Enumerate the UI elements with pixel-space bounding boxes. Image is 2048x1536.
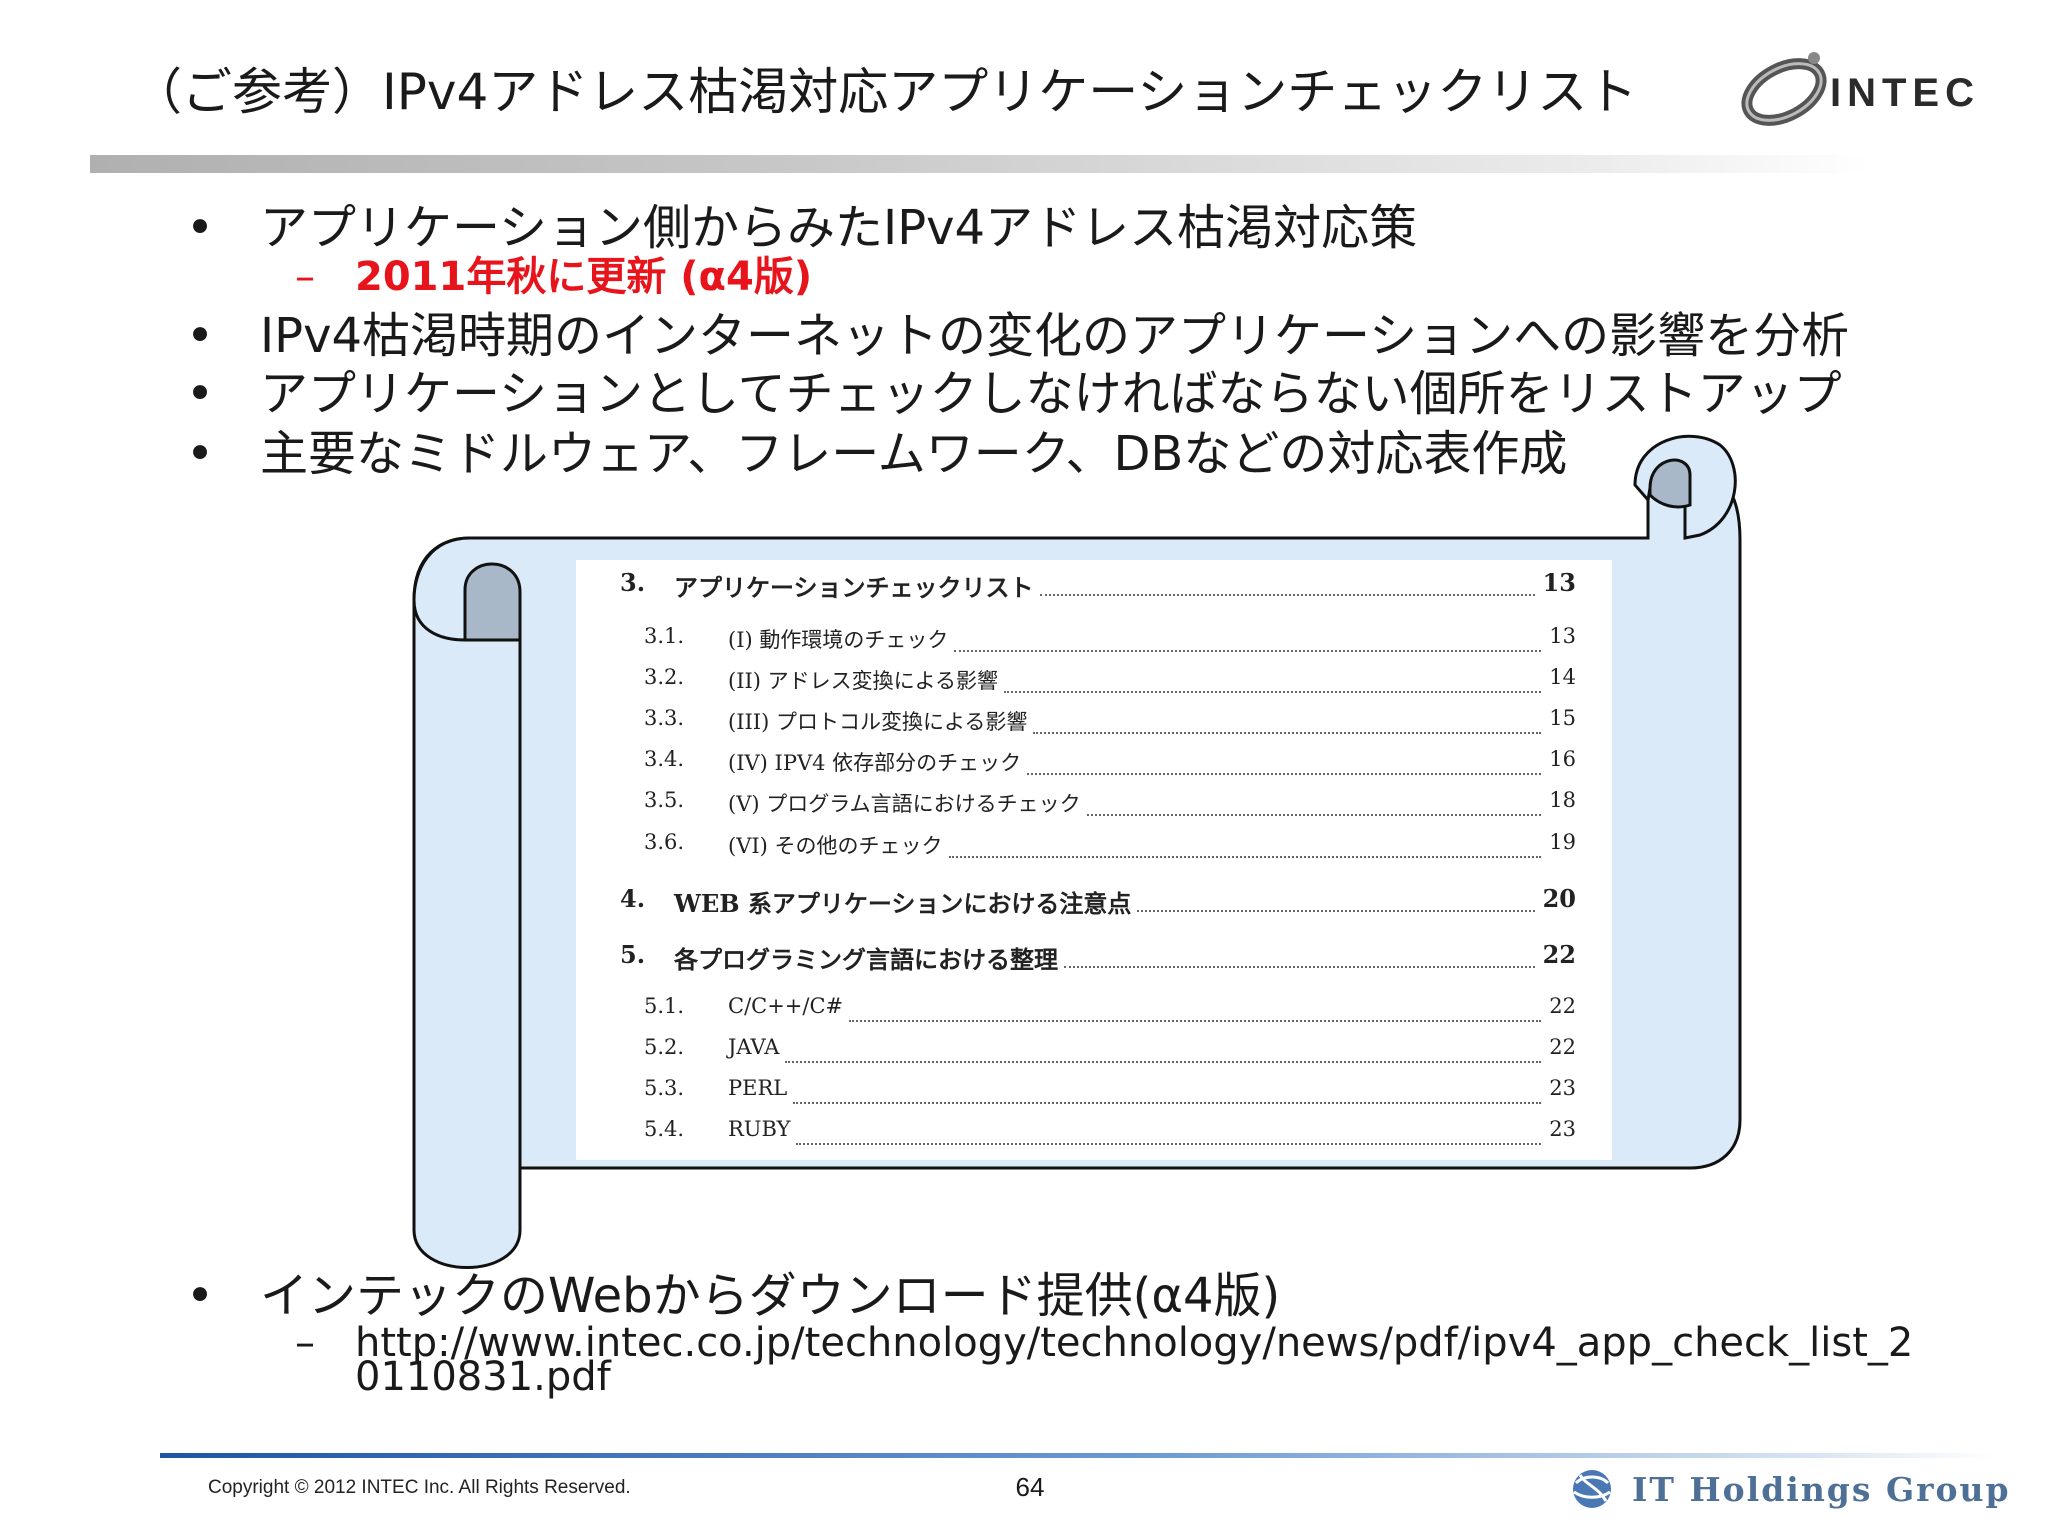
toc-entry: 3.6. (VI) その他のチェック 19: [576, 830, 1576, 864]
footer-divider: [160, 1453, 1995, 1458]
toc-leader: [948, 830, 1542, 858]
toc-entry: 3.5. (V) プログラム言語におけるチェック 18: [576, 788, 1576, 822]
intec-logo-text: INTEC: [1830, 71, 1980, 115]
toc-label: WEB 系アプリケーションにおける注意点: [674, 889, 1132, 918]
toc-page: 22: [1542, 940, 1576, 969]
toc-leader: [1137, 884, 1535, 912]
toc-number: 4.: [620, 884, 646, 913]
toc-page: 23: [1549, 1076, 1576, 1100]
intec-logo: INTEC: [1741, 52, 1980, 126]
toc-label: C/C++/C#: [728, 994, 844, 1018]
toc-number: 3.4.: [644, 747, 685, 771]
toc-leader: [1033, 706, 1542, 734]
toc-label: (V) プログラム言語におけるチェック: [728, 792, 1081, 816]
toc-label: (IV) IPV4 依存部分のチェック: [728, 751, 1022, 775]
bullet-marker: •: [185, 308, 215, 364]
toc-page: 13: [1549, 624, 1576, 648]
download-url-line-1[interactable]: http://www.intec.co.jp/technology/techno…: [355, 1320, 1914, 1366]
toc-number: 3.6.: [644, 830, 685, 854]
toc-leader: [1064, 940, 1535, 968]
toc-number: 3.3.: [644, 706, 685, 730]
toc-page: 20: [1542, 884, 1576, 913]
slide-title: （ご参考）IPv4アドレス枯渇対応アプリケーションチェックリスト: [132, 63, 1638, 121]
toc-page: 19: [1549, 830, 1576, 854]
toc-number: 5.3.: [644, 1076, 685, 1100]
intec-swoosh-icon: [1741, 52, 1827, 126]
toc-number: 3.1.: [644, 624, 685, 648]
toc-leader: [785, 1035, 1542, 1063]
toc-number: 3.5.: [644, 788, 685, 812]
toc-page: 15: [1549, 706, 1576, 730]
toc-leader: [1004, 665, 1542, 693]
download-url-line-2[interactable]: 0110831.pdf: [355, 1354, 611, 1400]
toc-entry: 5. 各プログラミング言語における整理 22: [576, 940, 1576, 974]
toc-number: 5.: [620, 940, 646, 969]
toc-entry: 5.1. C/C++/C# 22: [576, 994, 1576, 1028]
dash-marker: –: [295, 1320, 315, 1366]
download-url[interactable]: http://www.intec.co.jp/technology/techno…: [355, 1322, 1913, 1398]
bullet-text: インテックのWebからダウンロード提供(α4版): [260, 1268, 1281, 1324]
toc-entry: 5.3. PERL 23: [576, 1076, 1576, 1110]
copyright-text: Copyright © 2012 INTEC Inc. All Rights R…: [208, 1477, 631, 1498]
toc-entry: 5.2. JAVA 22: [576, 1035, 1576, 1069]
bullet-text: IPv4枯渇時期のインターネットの変化のアプリケーションへの影響を分析: [260, 308, 1850, 364]
bullet-text: アプリケーション側からみたIPv4アドレス枯渇対応策: [260, 200, 1418, 256]
toc-entry: 4. WEB 系アプリケーションにおける注意点 20: [576, 884, 1576, 918]
toc-label: RUBY: [728, 1117, 791, 1141]
toc-leader: [1039, 568, 1535, 596]
it-holdings-logo: [1573, 1470, 1611, 1508]
toc-number: 3.2.: [644, 665, 685, 689]
toc-number: 3.: [620, 568, 646, 597]
toc-page: 23: [1549, 1117, 1576, 1141]
toc-entry: 3.4. (IV) IPV4 依存部分のチェック 16: [576, 747, 1576, 781]
header-divider: [90, 155, 1870, 173]
toc-label: 各プログラミング言語における整理: [674, 945, 1058, 974]
toc-leader: [1027, 747, 1542, 775]
toc-leader: [1086, 788, 1542, 816]
toc-leader: [793, 1076, 1542, 1104]
bullet-text: 主要なミドルウェア、フレームワーク、DBなどの対応表作成: [260, 426, 1568, 482]
toc-page: 13: [1542, 568, 1576, 597]
toc-number: 5.4.: [644, 1117, 685, 1141]
toc-entry: 3.3. (III) プロトコル変換による影響 15: [576, 706, 1576, 740]
toc-page: 22: [1549, 1035, 1576, 1059]
toc-page: 16: [1549, 747, 1576, 771]
dash-marker: –: [295, 254, 315, 300]
toc-page: 14: [1549, 665, 1576, 689]
group-name: IT Holdings Group: [1632, 1470, 2011, 1509]
toc-entry: 3.1. (I) 動作環境のチェック 13: [576, 624, 1576, 658]
toc-number: 5.1.: [644, 994, 685, 1018]
toc-label: PERL: [728, 1076, 788, 1100]
toc-leader: [796, 1117, 1542, 1145]
bullet-marker: •: [185, 1268, 215, 1324]
toc-leader: [954, 624, 1542, 652]
page-number: 64: [1015, 1472, 1045, 1502]
toc-page: 22: [1549, 994, 1576, 1018]
toc-entry: 5.4. RUBY 23: [576, 1117, 1576, 1151]
toc-label: (VI) その他のチェック: [728, 834, 943, 858]
globe-icon: [1573, 1470, 1611, 1508]
toc-leader: [849, 994, 1542, 1022]
toc-number: 5.2.: [644, 1035, 685, 1059]
bullet-text: アプリケーションとしてチェックしなければならない個所をリストアップ: [260, 366, 1842, 422]
toc-entry: 3. アプリケーションチェックリスト 13: [576, 568, 1576, 602]
bullet-marker: •: [185, 200, 215, 256]
bullet-marker: •: [185, 426, 215, 482]
toc-label: (III) プロトコル変換による影響: [728, 710, 1028, 734]
toc-label: (I) 動作環境のチェック: [728, 628, 949, 652]
toc-entry: 3.2. (II) アドレス変換による影響 14: [576, 665, 1576, 699]
toc-label: アプリケーションチェックリスト: [674, 573, 1034, 602]
bullet-marker: •: [185, 366, 215, 422]
toc-label: (II) アドレス変換による影響: [728, 669, 999, 693]
toc-page: 18: [1549, 788, 1576, 812]
update-note: 2011年秋に更新 (α4版): [355, 254, 813, 300]
toc-label: JAVA: [728, 1035, 780, 1059]
